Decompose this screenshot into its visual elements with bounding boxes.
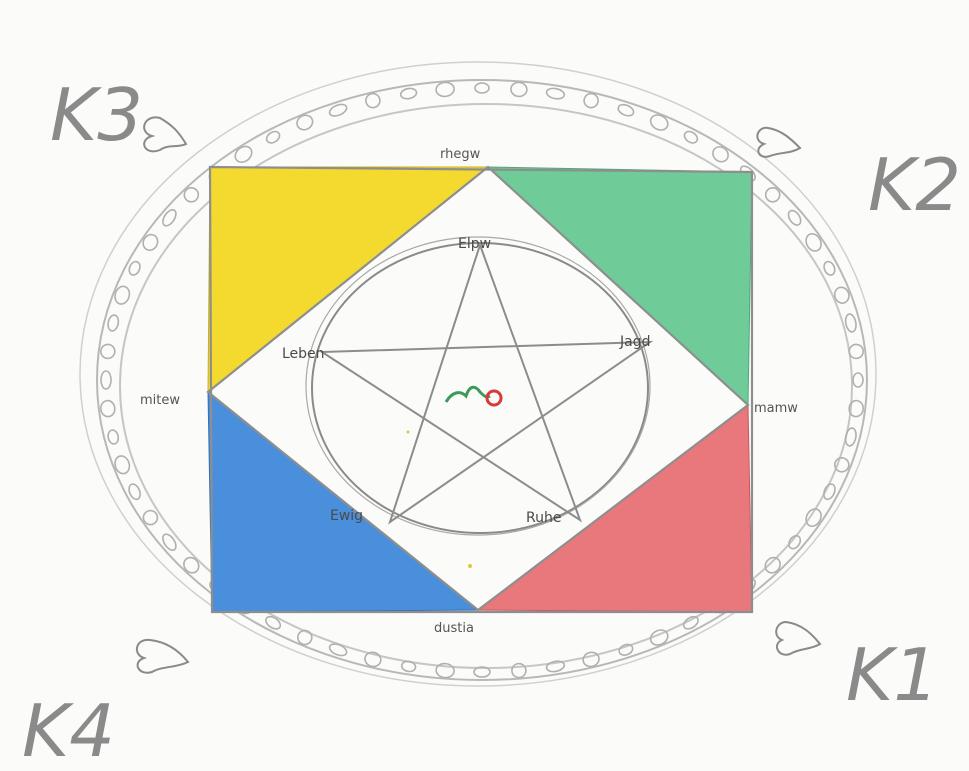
- doodle-top-right: [757, 128, 800, 157]
- label-pent-lower-right: Ruhe: [526, 510, 561, 526]
- ring-loop: [844, 427, 857, 447]
- pencil-flecks: [407, 431, 473, 569]
- center-mark: [446, 387, 501, 405]
- label-k2: K2: [868, 143, 961, 227]
- ring-loop: [822, 260, 837, 277]
- ring-loop: [127, 260, 142, 277]
- ring-loop: [803, 506, 824, 528]
- ring-loop: [100, 344, 115, 359]
- ring-loop: [232, 143, 255, 165]
- label-pent-top: Elpw: [458, 236, 491, 252]
- doodle-bottom-left: [137, 640, 188, 673]
- doodle-top-left: [144, 117, 186, 151]
- ring-loop: [853, 373, 863, 387]
- label-right-vertex: mamw: [754, 401, 798, 416]
- ring-loop: [763, 185, 783, 205]
- label-pent-lower-left: Ewig: [330, 508, 363, 524]
- center-red-dot: [487, 391, 501, 405]
- ring-loop: [435, 663, 454, 679]
- ring-loop: [140, 232, 160, 253]
- ring-loop: [435, 82, 454, 98]
- ring-loop: [849, 344, 864, 359]
- fleck-2: [468, 564, 472, 568]
- ring-loop: [100, 400, 115, 417]
- ring-loop: [844, 313, 857, 333]
- ring-loop: [762, 555, 783, 576]
- red-triangle: [478, 405, 752, 612]
- fleck-1: [407, 431, 410, 434]
- doodle-bottom-right: [776, 622, 820, 655]
- ring-loop: [400, 87, 418, 100]
- label-k4: K4: [22, 689, 115, 771]
- ring-loop: [107, 429, 120, 445]
- ring-loop: [181, 185, 201, 205]
- ring-loop: [710, 144, 731, 165]
- ring-loop: [546, 87, 566, 100]
- ring-loop: [546, 660, 566, 673]
- label-pent-upper-right: Jagd: [619, 334, 650, 350]
- label-k3: K3: [50, 73, 143, 157]
- ring-loop: [101, 371, 111, 389]
- ring-loop: [510, 82, 527, 97]
- label-top-vertex: rhegw: [440, 147, 481, 162]
- inner-circle: [312, 243, 648, 533]
- ring-loop: [511, 663, 526, 678]
- label-k1: K1: [846, 633, 939, 717]
- label-left-vertex: mitew: [140, 393, 180, 408]
- label-pent-upper-left: Leben: [282, 346, 325, 362]
- ring-loop: [181, 555, 202, 576]
- ring-loop: [107, 314, 120, 332]
- label-bottom-vertex: dustia: [434, 621, 474, 636]
- ring-loop: [475, 83, 489, 93]
- ring-loop: [648, 112, 670, 133]
- inner-circle-group: [306, 237, 650, 535]
- center-green-squiggle: [446, 387, 490, 402]
